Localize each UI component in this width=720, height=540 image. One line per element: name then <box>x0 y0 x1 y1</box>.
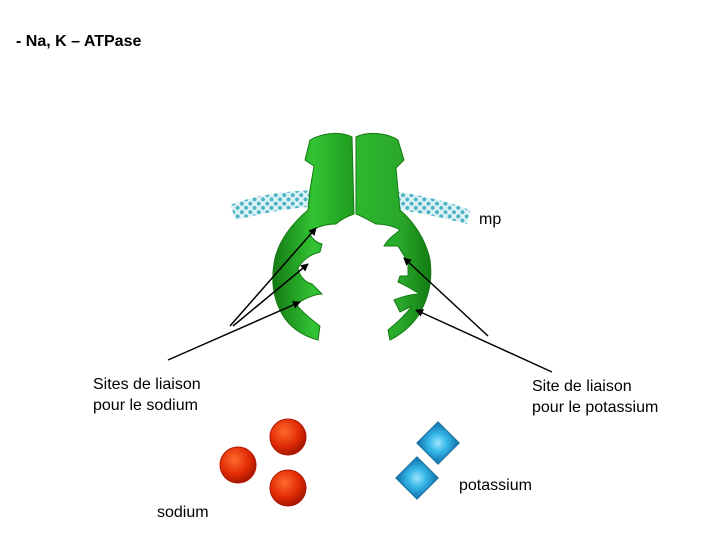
membrane-label: mp <box>479 211 502 228</box>
sodium-sites-label-line1: Sites de liaison <box>93 376 201 393</box>
potassium-label: potassium <box>459 477 532 494</box>
potassium-pointer-line-1 <box>403 257 489 337</box>
sodium-ion <box>269 418 307 456</box>
membrane-right <box>393 191 470 224</box>
sodium-ion <box>269 469 307 507</box>
sodium-ion <box>219 446 257 484</box>
potassium-site-label-line1: Site de liaison <box>532 378 632 395</box>
sodium-sites-label-line2: pour le sodium <box>93 397 198 414</box>
potassium-site-label: Site de liaison pour le potassium <box>532 376 658 418</box>
potassium-ion <box>395 456 439 500</box>
sodium-pointer-line-2 <box>232 263 309 327</box>
protein-right-subunit <box>355 132 432 341</box>
sodium-pointer-line-3 <box>167 301 301 361</box>
sodium-pointer-line-1 <box>229 227 317 327</box>
potassium-ion <box>416 421 460 465</box>
sodium-label: sodium <box>157 504 209 521</box>
membrane-left <box>230 190 318 220</box>
potassium-site-label-line2: pour le potassium <box>532 399 659 416</box>
sodium-sites-label: Sites de liaison pour le sodium <box>93 374 201 416</box>
potassium-pointer-line-2 <box>415 309 553 373</box>
page-title: - Na, K – ATPase <box>16 33 142 50</box>
